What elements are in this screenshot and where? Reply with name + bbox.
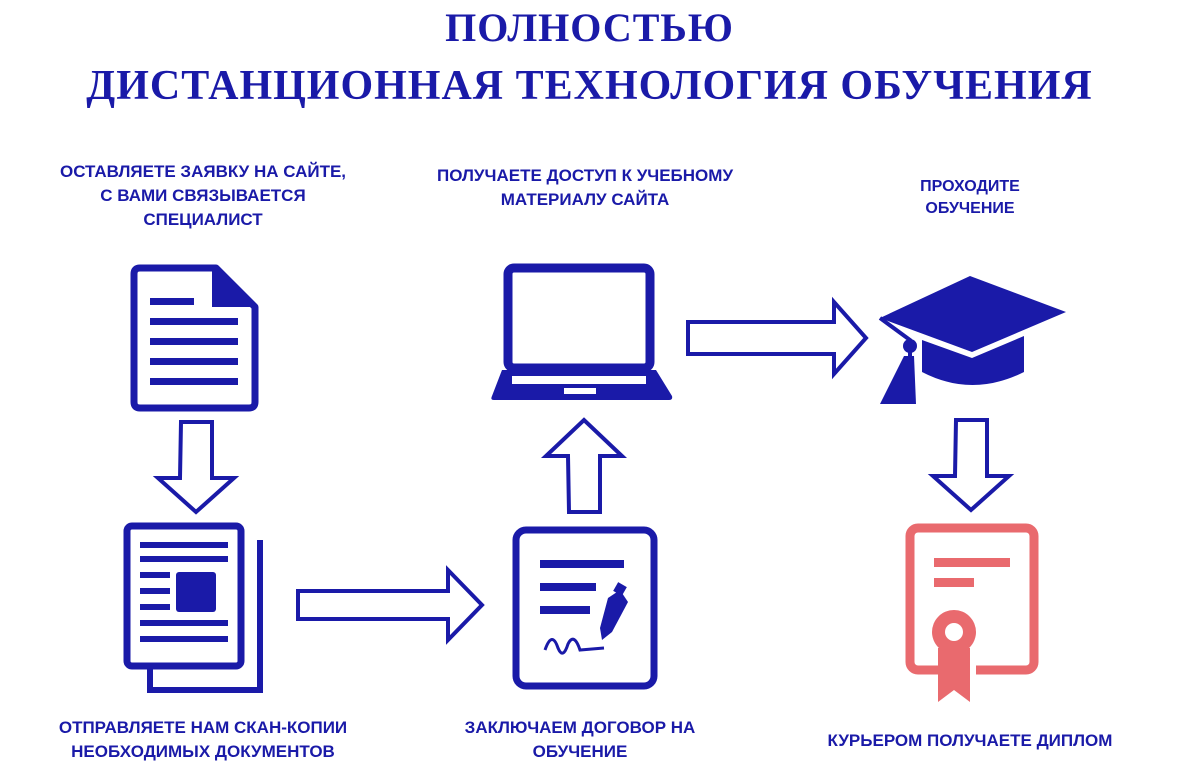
- step-application-caption: ОСТАВЛЯЕТЕ ЗАЯВКУ НА САЙТЕ, С ВАМИ СВЯЗЫ…: [59, 162, 347, 229]
- contract-signing-icon: [512, 526, 658, 690]
- graduation-cap-icon: [878, 276, 1066, 404]
- page-title-line2: ДИСТАНЦИОННАЯ ТЕХНОЛОГИЯ ОБУЧЕНИЯ: [86, 63, 1093, 109]
- arrow-right-2: [686, 296, 869, 380]
- step-documents-caption: ОТПРАВЛЯЕТЕ НАМ СКАН-КОПИИ НЕОБХОДИМЫХ Д…: [58, 718, 348, 761]
- document-icon: [130, 264, 259, 412]
- step-contract-caption: ЗАКЛЮЧАЕМ ДОГОВОР НА ОБУЧЕНИЕ: [464, 718, 696, 761]
- step-training-caption: ПРОХОДИТЕ ОБУЧЕНИЕ: [920, 178, 1020, 217]
- laptop-icon: [491, 263, 673, 400]
- arrow-down-1: [152, 420, 240, 515]
- step-access-caption: ПОЛУЧАЕТЕ ДОСТУП К УЧЕБНОМУ МАТЕРИАЛУ СА…: [436, 166, 734, 209]
- documents-stack-icon: [123, 522, 263, 693]
- step-diploma-caption: КУРЬЕРОМ ПОЛУЧАЕТЕ ДИПЛОМ: [827, 731, 1113, 750]
- arrow-up-1: [540, 417, 628, 514]
- page-title-line1: ПОЛНОСТЬЮ: [445, 5, 734, 50]
- arrow-down-2: [927, 418, 1015, 513]
- arrow-right-1: [296, 565, 485, 645]
- diploma-certificate-icon: [905, 523, 1039, 702]
